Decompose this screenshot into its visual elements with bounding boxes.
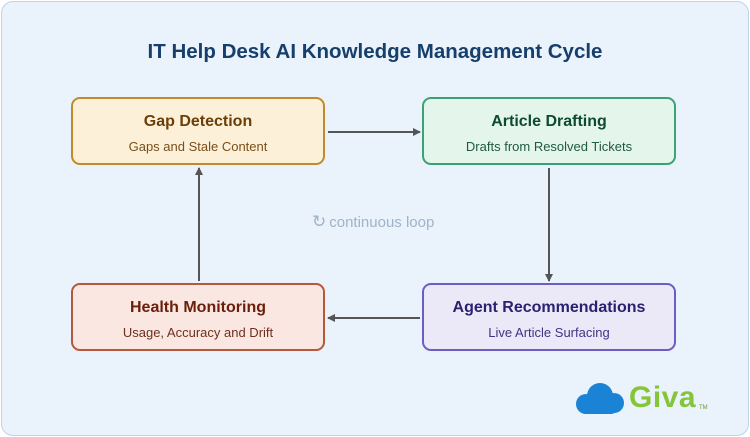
node-gap-detection: Gap Detection Gaps and Stale Content [71,97,325,165]
diagram-title: IT Help Desk AI Knowledge Management Cyc… [147,40,603,63]
node-subtitle: Usage, Accuracy and Drift [122,325,274,340]
node-title: Gap Detection [143,113,253,130]
node-title: Health Monitoring [130,299,266,316]
node-title: Agent Recommendations [452,299,646,316]
trademark-mark: TM [699,405,708,411]
node-subtitle: Drafts from Resolved Tickets [465,139,633,154]
continuous-loop-label: ↻continuous loop [312,212,434,232]
node-subtitle: Live Article Surfacing [488,325,610,340]
node-article-drafting: Article Drafting Drafts from Resolved Ti… [422,97,676,165]
giva-logo-text: Giva [629,381,697,414]
cloud-icon [576,383,624,414]
refresh-icon: ↻ [312,212,327,231]
loop-text: continuous loop [329,214,435,231]
node-title: Article Drafting [491,113,607,130]
node-agent-recommendations: Agent Recommendations Live Article Surfa… [422,283,676,351]
node-subtitle: Gaps and Stale Content [128,139,268,154]
node-health-monitoring: Health Monitoring Usage, Accuracy and Dr… [71,283,325,351]
